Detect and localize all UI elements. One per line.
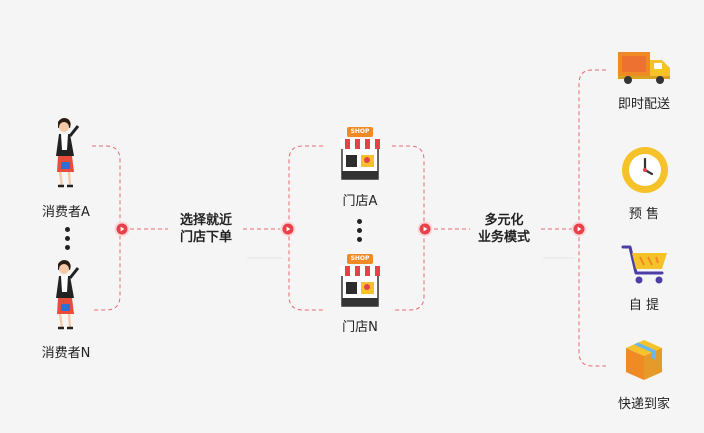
- consumer-a-figure-icon: [56, 118, 80, 188]
- step-select-store-line2: 门店下单: [179, 230, 232, 245]
- outcome-bracket: [578, 69, 606, 367]
- consumer-ellipsis: [65, 227, 71, 254]
- step-select-store-line1: 选择就近: [179, 213, 232, 228]
- store-n-sign: SHOP: [347, 254, 373, 264]
- delivery-truck-icon: [618, 52, 670, 84]
- outcome-express-label: 快递到家: [617, 397, 670, 412]
- flow-node-2: [280, 221, 296, 237]
- shopping-cart-icon: [621, 245, 667, 284]
- outcome-delivery-label: 即时配送: [617, 97, 670, 112]
- flow-node-4: [571, 221, 587, 237]
- store-a-label: 门店A: [342, 194, 378, 209]
- consumer-n-label: 消费者N: [41, 346, 91, 361]
- flow-node-3: [417, 221, 433, 237]
- store-ellipsis: [357, 219, 363, 246]
- store-n-icon: SHOP: [339, 254, 381, 310]
- outcome-presale-label: 预 售: [628, 207, 660, 222]
- store-a-icon: SHOP: [339, 127, 381, 183]
- step-business-mode-line2: 业务模式: [477, 230, 530, 245]
- outcome-pickup-label: 自 提: [628, 298, 660, 313]
- consumer-n-figure-icon: [56, 260, 80, 330]
- flow-node-1: [114, 221, 130, 237]
- step-business-mode-label: 多元化 业务模式: [466, 212, 542, 246]
- store-a-sign: SHOP: [347, 127, 373, 137]
- step-select-store-label: 选择就近 门店下单: [168, 212, 244, 246]
- parcel-box-icon: [626, 340, 662, 380]
- clock-icon: [622, 147, 668, 193]
- consumer-a-label: 消费者A: [42, 205, 90, 220]
- store-n-label: 门店N: [342, 320, 378, 335]
- consumer-bracket: [92, 145, 121, 311]
- step-business-mode-line1: 多元化: [484, 213, 524, 228]
